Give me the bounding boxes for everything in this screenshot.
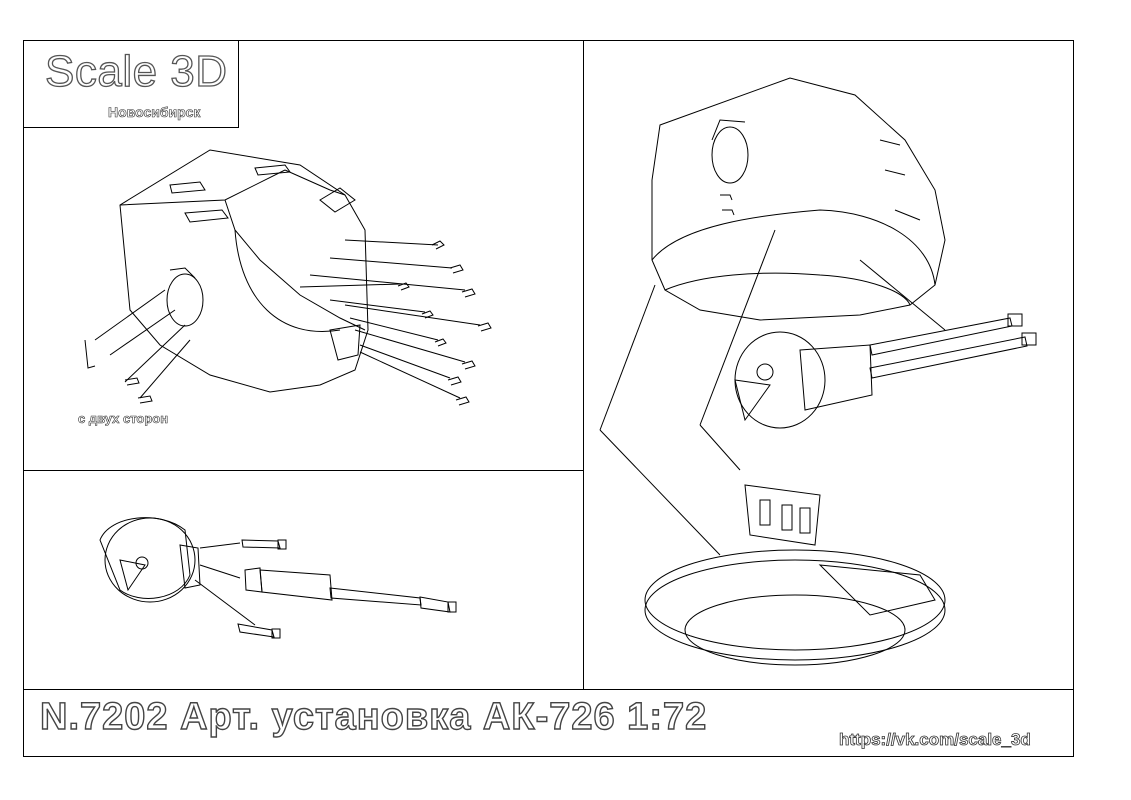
logo-title: Scale 3D [44, 46, 228, 96]
logo-box [23, 40, 239, 128]
note-both-sides: с двух сторон [78, 411, 169, 427]
source-url: https://vk.com/scale_3d [839, 730, 1032, 750]
logo-city: Новосибирск [108, 104, 201, 121]
title-block-divider [23, 689, 1074, 690]
panel-divider-left-horizontal [23, 470, 584, 471]
product-title: N.7202 Арт. установка АК-726 1:72 [39, 695, 708, 738]
panel-divider-vertical [583, 40, 584, 690]
drawing-frame [23, 40, 1074, 757]
